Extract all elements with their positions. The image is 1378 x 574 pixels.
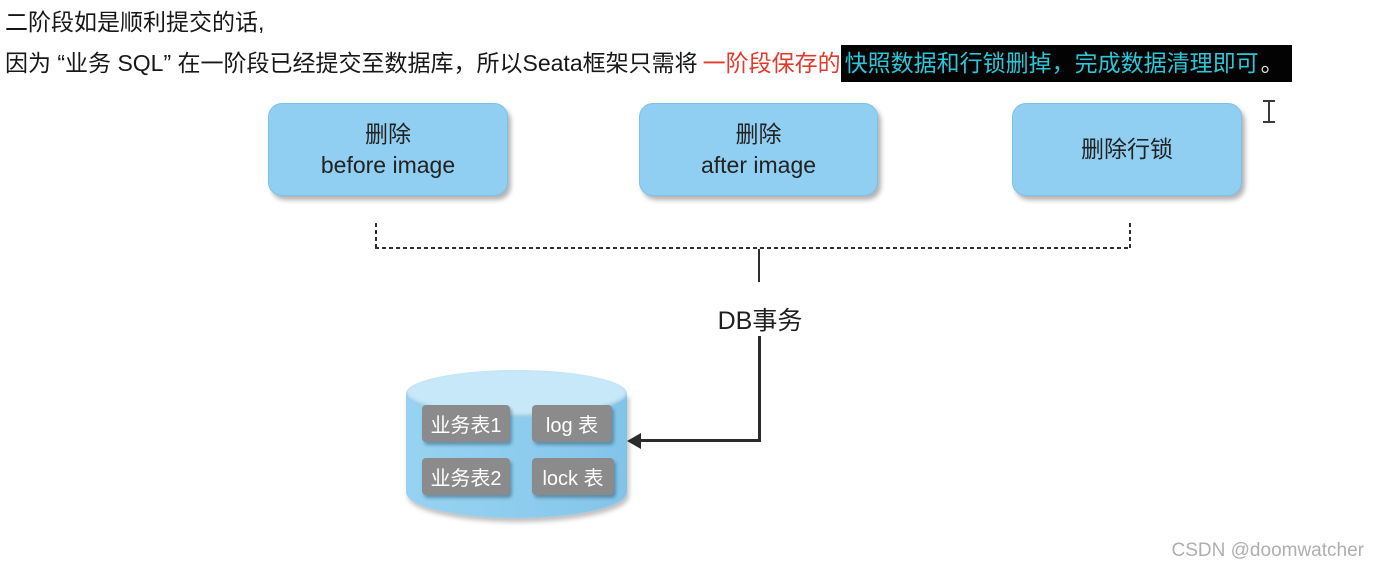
flow-box-delete-row-lock: 删除行锁 xyxy=(1012,103,1242,196)
db-table-business-1: 业务表1 xyxy=(422,405,510,442)
flow-box-line1: 删除行锁 xyxy=(1081,136,1173,162)
db-table-lock: lock 表 xyxy=(532,458,614,495)
connector-vertical-line xyxy=(758,336,761,442)
db-table-business-2: 业务表2 xyxy=(422,458,510,495)
connector-horizontal-line xyxy=(640,439,761,442)
intro-line-2-red-text: 一阶段保存的 xyxy=(702,50,841,76)
intro-line-2: 因为 “业务 SQL” 在一阶段已经提交至数据库，所以Seata框架只需将一阶段… xyxy=(5,45,1292,82)
intro-line-2-highlighted-text: 快照数据和行锁删掉，完成数据清理即可 xyxy=(840,45,1261,82)
text-cursor-stem xyxy=(1268,101,1270,122)
intro-line-1: 二阶段如是顺利提交的话, xyxy=(5,9,265,35)
bracket-left-tick xyxy=(375,221,377,248)
intro-line-2-normal: 因为 “业务 SQL” 在一阶段已经提交至数据库，所以Seata框架只需将 xyxy=(5,50,698,76)
flow-box-delete-after-image: 删除 after image xyxy=(639,103,878,196)
flow-box-line1: 删除 xyxy=(365,120,411,147)
bracket-horizontal-dashed-line xyxy=(375,247,1131,249)
flow-box-line1: 删除 xyxy=(735,120,782,147)
text-cursor-bottom-bar xyxy=(1263,121,1275,123)
db-transaction-label: DB事务 xyxy=(717,307,803,335)
arrowhead-left-icon xyxy=(627,433,641,449)
intro-line-2-highlight-period: 。 xyxy=(1260,45,1292,82)
flow-box-delete-before-image: 删除 before image xyxy=(268,103,508,196)
bracket-center-tick xyxy=(758,249,760,282)
bracket-right-tick xyxy=(1129,221,1131,248)
csdn-watermark: CSDN @doomwatcher xyxy=(1171,540,1364,561)
db-table-log: log 表 xyxy=(532,405,612,442)
database-cylinder: 业务表1 log 表 业务表2 lock 表 xyxy=(406,370,627,518)
flow-box-line2: before image xyxy=(320,151,456,178)
flow-box-line2: after image xyxy=(700,151,817,178)
